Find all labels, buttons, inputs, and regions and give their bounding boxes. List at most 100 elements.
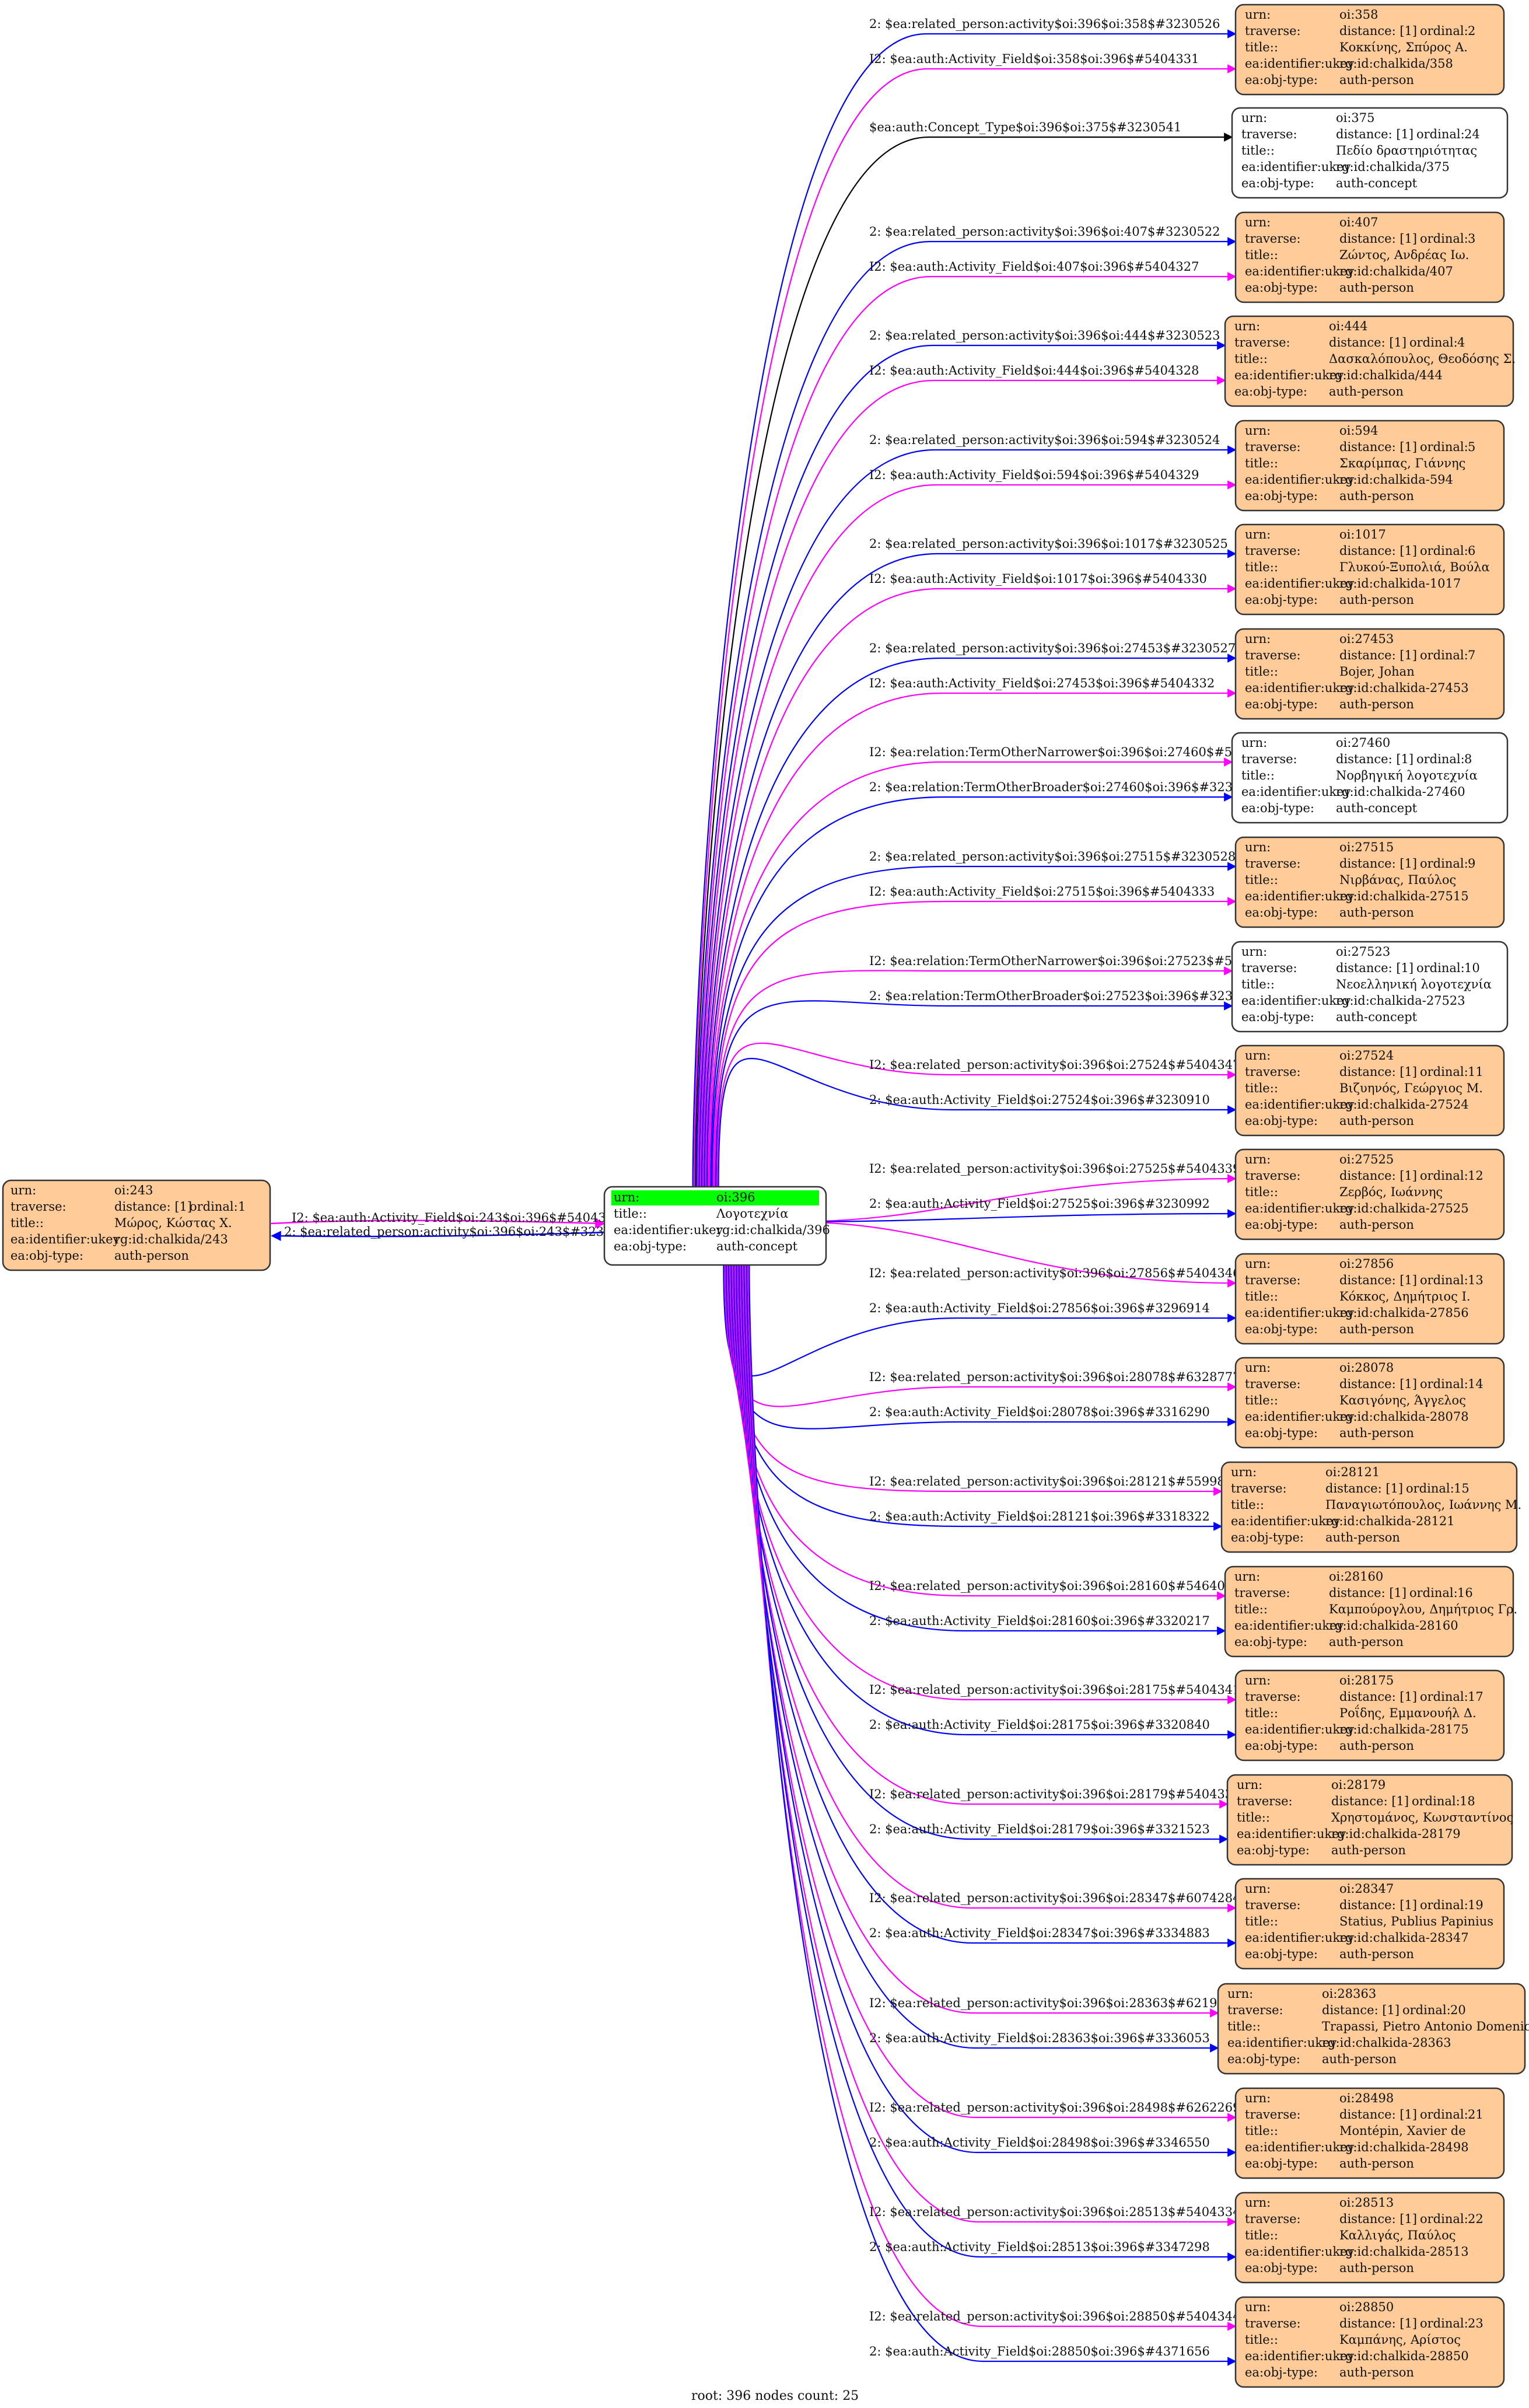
field-label-title: title::	[1245, 456, 1278, 470]
field-value-distance: distance: [1]	[1339, 1377, 1417, 1391]
field-value-ukey: rg:id:chalkida-27460	[1336, 785, 1465, 799]
field-label-urn: urn:	[1234, 1570, 1260, 1584]
field-value-urn: oi:27453	[1339, 632, 1394, 646]
field-value-urn: oi:243	[114, 1183, 153, 1197]
field-value-ordinal: 9	[1468, 857, 1475, 871]
edge-left-related	[271, 1231, 605, 1241]
field-value-objtype: auth-person	[1339, 281, 1414, 295]
field-label-ukey: ea:identifier:ukey	[1245, 1098, 1355, 1112]
field-label-traverse: traverse:	[1245, 440, 1301, 454]
field-label-urn: urn:	[1245, 632, 1271, 646]
field-label-title: title::	[1245, 2124, 1278, 2138]
node-oi-243[interactable]: urn: oi:243 traverse: distance: [1] ordi…	[2, 1179, 271, 1271]
field-label-traverse: traverse:	[1231, 1481, 1287, 1495]
field-value-distance: distance: [1]	[1336, 752, 1413, 766]
node-oi-396-root[interactable]: urn: oi:396 title:: Λογοτεχνία ea:identi…	[603, 1186, 830, 1266]
field-label-title: title::	[1245, 40, 1278, 54]
field-label-title: title::	[11, 1216, 44, 1230]
field-label-traverse: traverse:	[1245, 1898, 1301, 1912]
field-label-title: title::	[1245, 2333, 1278, 2347]
field-value-title: Γλυκού-Ξυπολιά, Βούλα	[1339, 560, 1490, 574]
field-label-title: title::	[1241, 977, 1275, 991]
field-value-ordinal: 24	[1464, 127, 1480, 141]
field-label-title: title::	[1234, 1602, 1268, 1616]
field-label-ukey: ea:identifier:ukey	[1227, 2036, 1337, 2050]
edge-path	[737, 1264, 1237, 1913]
field-label-ukey: ea:identifier:ukey	[1234, 368, 1344, 382]
field-label-traverse: traverse:	[1227, 2003, 1283, 2017]
field-label-ordinal: ordinal:	[1420, 857, 1468, 871]
field-label-urn: urn:	[1245, 1049, 1271, 1063]
field-label-ordinal: ordinal:	[1402, 2003, 1451, 2017]
field-label-ukey: ea:identifier:ukey	[1245, 681, 1355, 695]
field-value-title: Κόκκος, Δημήτριος Ι.	[1339, 1289, 1471, 1303]
field-value-title: Ζερβός, Ιωάννης	[1339, 1185, 1443, 1199]
field-value-objtype: auth-person	[1329, 1635, 1404, 1649]
field-value-objtype: auth-person	[1339, 1426, 1414, 1440]
field-value-distance: distance: [1]	[1339, 24, 1417, 38]
field-label-ukey: ea:identifier:ukey	[1245, 889, 1355, 903]
field-label-objtype: ea:obj-type:	[1245, 2365, 1318, 2379]
edge-path	[696, 237, 1237, 1187]
node-box	[1234, 836, 1505, 928]
field-value-distance: distance: [1]	[1331, 1794, 1409, 1808]
field-label-ukey: ea:identifier:ukey	[614, 1223, 723, 1237]
field-label-ordinal: ordinal:	[1420, 2316, 1468, 2330]
node-box	[1231, 107, 1509, 199]
field-value-urn: oi:28513	[1339, 2196, 1394, 2210]
field-value-distance: distance: [1]	[1339, 1169, 1417, 1183]
field-value-ukey: rg:id:chalkida-27523	[1336, 994, 1465, 1008]
field-label-objtype: ea:obj-type:	[1245, 1426, 1318, 1440]
field-label-urn: urn:	[1227, 1987, 1253, 2001]
field-value-ukey: rg:id:chalkida-27515	[1339, 889, 1469, 903]
field-value-urn: oi:27515	[1339, 840, 1394, 854]
field-value-ordinal: 4	[1457, 335, 1465, 350]
field-label-urn: urn:	[1245, 215, 1271, 229]
edge-path	[742, 1264, 1237, 2122]
field-label-ordinal: ordinal:	[1409, 335, 1458, 350]
edge-label: I2: $ea:auth:Activity_Field$oi:1017$oi:3…	[869, 572, 1207, 586]
edge-label: I2: $ea:auth:Activity_Field$oi:407$oi:39…	[869, 260, 1199, 274]
edge-path	[734, 1264, 1229, 1809]
field-label-objtype: ea:obj-type:	[1245, 2157, 1318, 2171]
edge-label: I2: $ea:auth:Activity_Field$oi:27515$oi:…	[869, 885, 1215, 899]
field-label-ordinal: ordinal:	[1420, 440, 1468, 454]
field-label-ordinal: ordinal:	[1416, 961, 1465, 975]
field-value-ordinal: 14	[1468, 1377, 1483, 1391]
field-label-title: title::	[1245, 1289, 1278, 1303]
node-box	[1234, 420, 1505, 512]
field-label-objtype: ea:obj-type:	[1245, 1114, 1318, 1128]
edge-path	[694, 132, 1233, 1187]
field-label-urn: urn:	[1245, 1257, 1271, 1271]
edge-path	[792, 1221, 1237, 1288]
field-label-objtype: ea:obj-type:	[1241, 176, 1314, 190]
field-label-title: title::	[1245, 1914, 1278, 1928]
field-label-traverse: traverse:	[1245, 2108, 1301, 2122]
field-label-ordinal: ordinal:	[1420, 1690, 1468, 1704]
edge-label: I2: $ea:related_person:activity$oi:396$o…	[869, 1579, 1241, 1593]
